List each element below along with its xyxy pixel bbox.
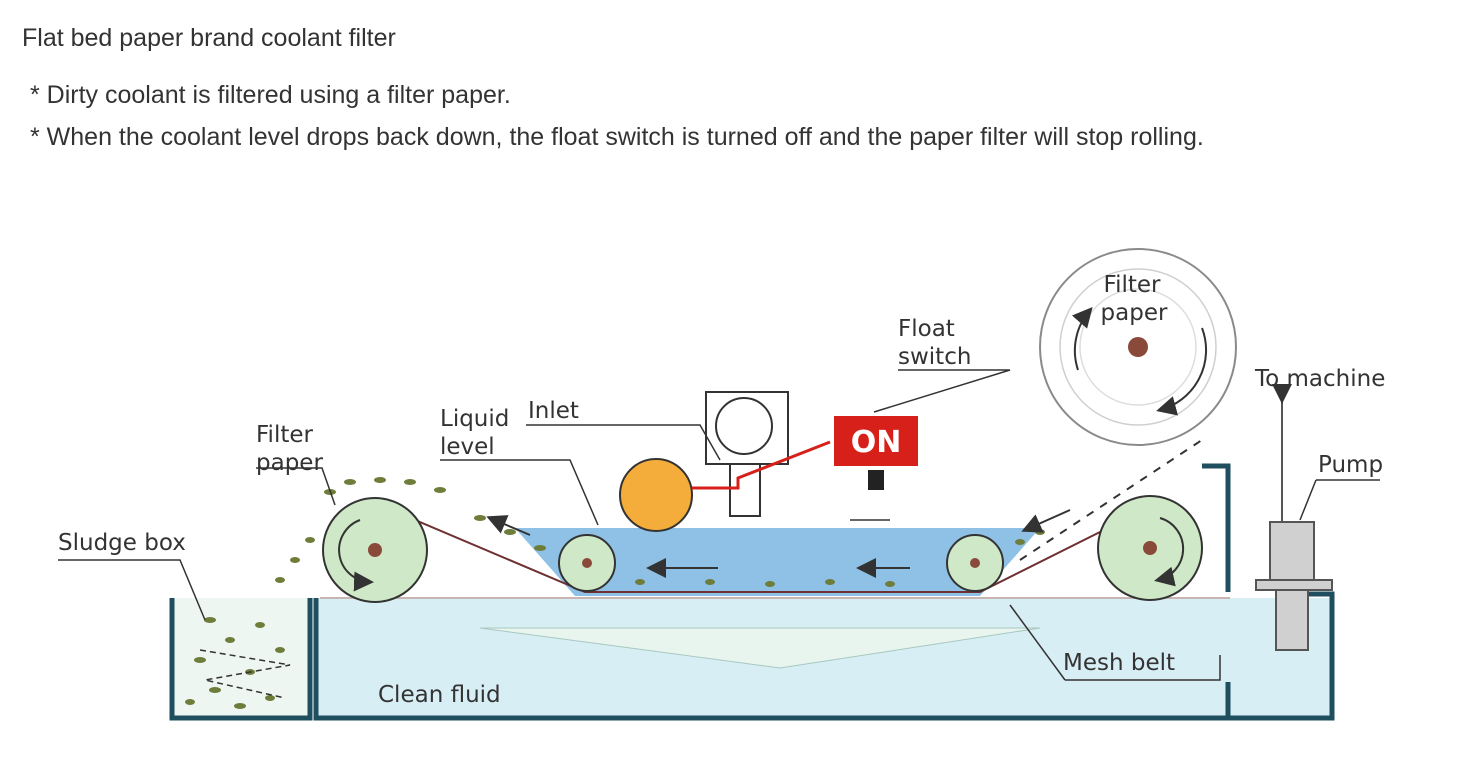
page-title: Flat bed paper brand coolant filter [22,24,396,52]
pump-label: Pump [1318,452,1383,478]
filter-paper-feed [1019,437,1206,561]
mesh-belt-label: Mesh belt [1063,650,1175,676]
on-indicator-text: ON [851,425,902,460]
pump-body [1269,521,1315,581]
fluid-sump [479,627,1041,669]
tank-wall [313,591,1335,721]
description-item-1: * Dirty coolant is filtered using a filt… [30,81,511,109]
filter-paper-roll-label-line1: Filter [1104,272,1162,298]
filter-paper-left-label-line2: paper [256,450,323,476]
float-switch-label-line1: Float [898,316,955,342]
sludge-box [169,598,313,721]
liquid-level-label-line2: level [440,434,495,460]
left-roller-axle [368,543,382,557]
clean-fluid-label: Clean fluid [378,682,501,708]
roll-rotation-icon-2 [1156,327,1207,416]
float-ball [619,458,693,532]
callout-lines [58,369,1380,681]
inlet-label: Inlet [528,398,579,424]
on-indicator [834,416,918,466]
flow-arrow-4 [1021,509,1071,533]
liquid-level-label-line1: Liquid [440,406,509,432]
left-roller-rotation-icon [338,519,374,592]
roll-rotation-icon [1071,306,1093,371]
float-switch-stem [729,463,761,517]
sludge-box-label: Sludge box [58,530,186,556]
to-machine-label: To machine [1254,366,1385,392]
filter-paper-roll-ring-2 [1079,288,1197,406]
float-switch-dial [715,397,773,455]
float-switch-label-line2: switch [898,344,971,370]
inner-roller-right-axle [970,558,980,568]
pump-shaft [1275,589,1309,651]
filter-paper-roll-axle [1128,337,1148,357]
right-roller-axle [1143,541,1157,555]
on-indicator-base [868,470,884,490]
outlet-wall [1202,463,1231,592]
filter-paper-roll-ring [1059,268,1217,426]
dirty-coolant-bed [515,528,1040,596]
description-list: * Dirty coolant is filtered using a filt… [30,74,1204,158]
filter-paper-path [374,502,1141,593]
filter-paper-roll-label-line2: paper [1101,300,1168,326]
float-wire [692,440,831,490]
filter-paper-left-label-line1: Filter [256,422,314,448]
coolant-filter-diagram: ON Sludge box Filter paper Liquid level … [58,248,1385,721]
flow-arrow-3 [486,515,531,536]
sludge-particles [185,617,285,709]
inner-roller-left-axle [582,558,592,568]
sludge-flow-arrow [199,649,291,699]
pump-flange [1255,579,1333,591]
right-roller-rotation-icon [1154,517,1185,587]
description-item-2: * When the coolant level drops back down… [30,123,1204,151]
